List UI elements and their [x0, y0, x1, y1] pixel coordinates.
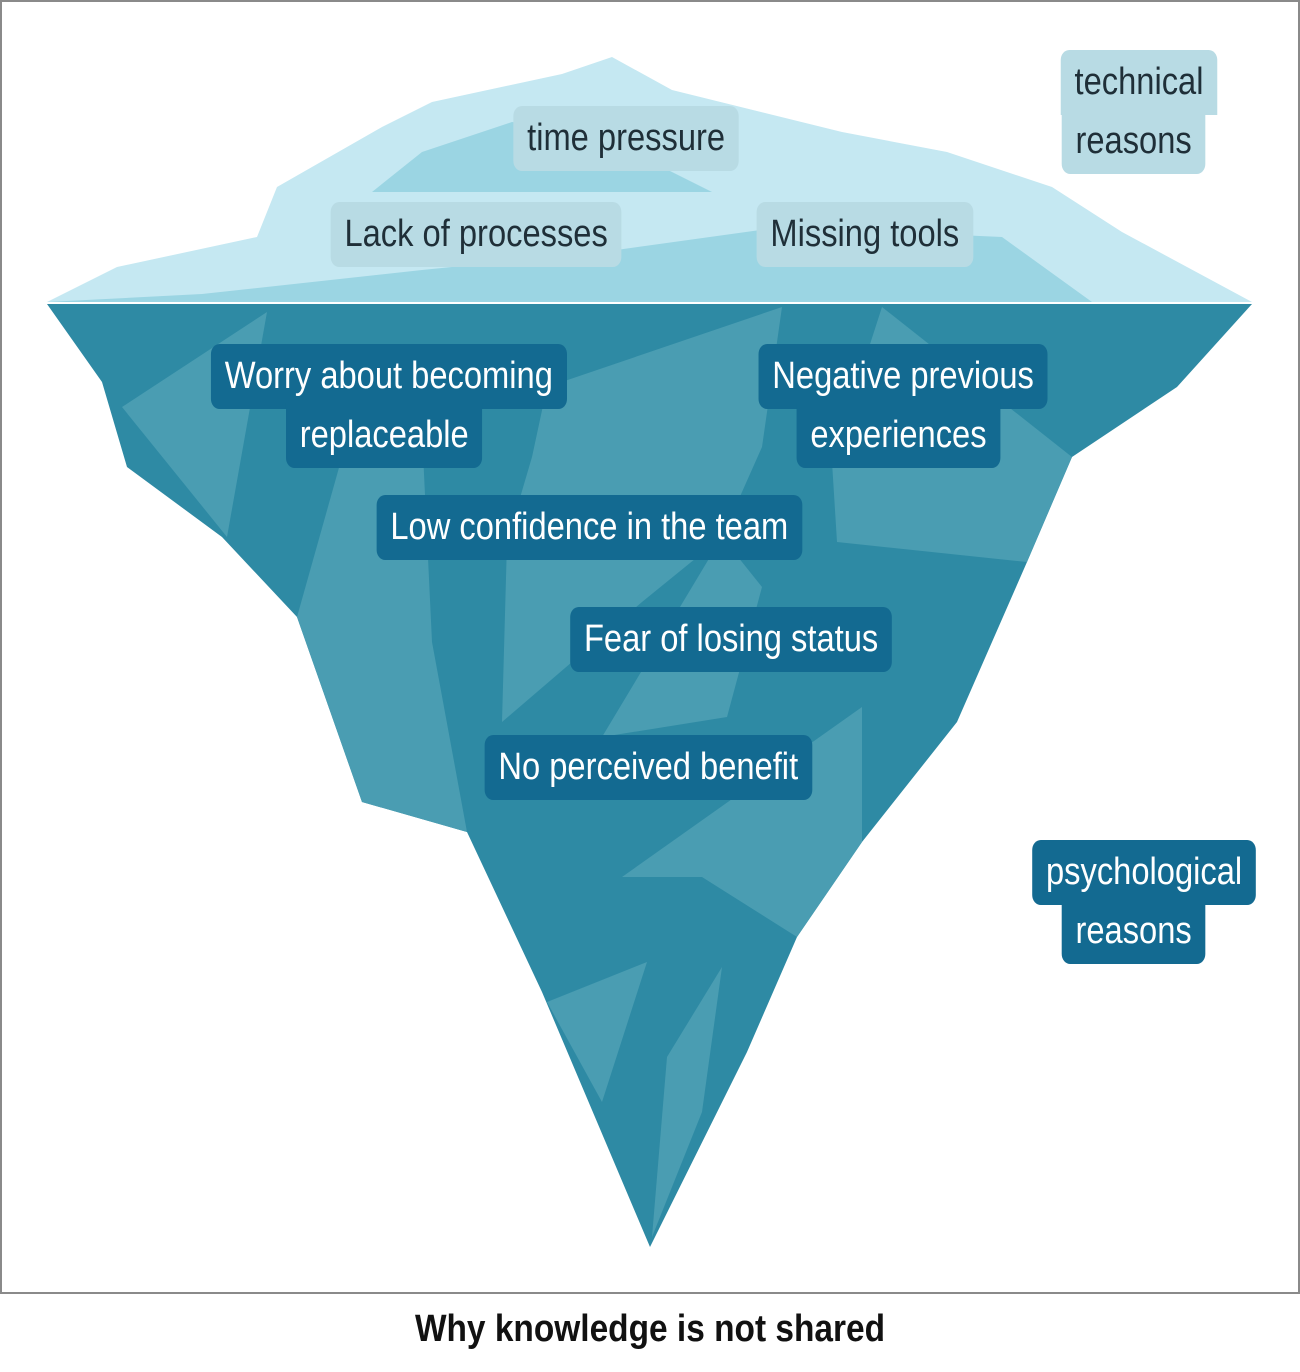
- label-worry-replaceable: Worry about becoming replaceable: [182, 344, 586, 468]
- legend-psychological-line2: reasons: [1062, 899, 1206, 964]
- iceberg-facet: [652, 967, 722, 1237]
- legend-technical-line1: technical: [1060, 50, 1218, 115]
- label-worry-line1: Worry about becoming: [210, 344, 567, 409]
- diagram-caption: Why knowledge is not shared: [414, 1308, 886, 1350]
- label-low-confidence: Low confidence in the team: [376, 495, 803, 560]
- diagram-frame: time pressure Lack of processes Missing …: [0, 0, 1300, 1294]
- label-no-perceived-benefit: No perceived benefit: [484, 735, 812, 800]
- label-time-pressure: time pressure: [513, 106, 739, 171]
- label-negative-line2: experiences: [796, 403, 1000, 468]
- label-missing-tools: Missing tools: [756, 202, 974, 267]
- iceberg-facet: [547, 962, 647, 1102]
- legend-technical-reasons: technical reasons: [1048, 50, 1220, 174]
- label-lack-of-processes: Lack of processes: [330, 202, 622, 267]
- label-fear-losing-status: Fear of losing status: [570, 607, 892, 672]
- label-negative-experiences: Negative previous experiences: [735, 344, 1061, 468]
- legend-psychological-reasons: psychological reasons: [1014, 840, 1256, 964]
- label-negative-line1: Negative previous: [758, 344, 1048, 409]
- label-worry-line2: replaceable: [285, 403, 483, 468]
- legend-technical-line2: reasons: [1062, 109, 1206, 174]
- legend-psychological-line1: psychological: [1032, 840, 1256, 905]
